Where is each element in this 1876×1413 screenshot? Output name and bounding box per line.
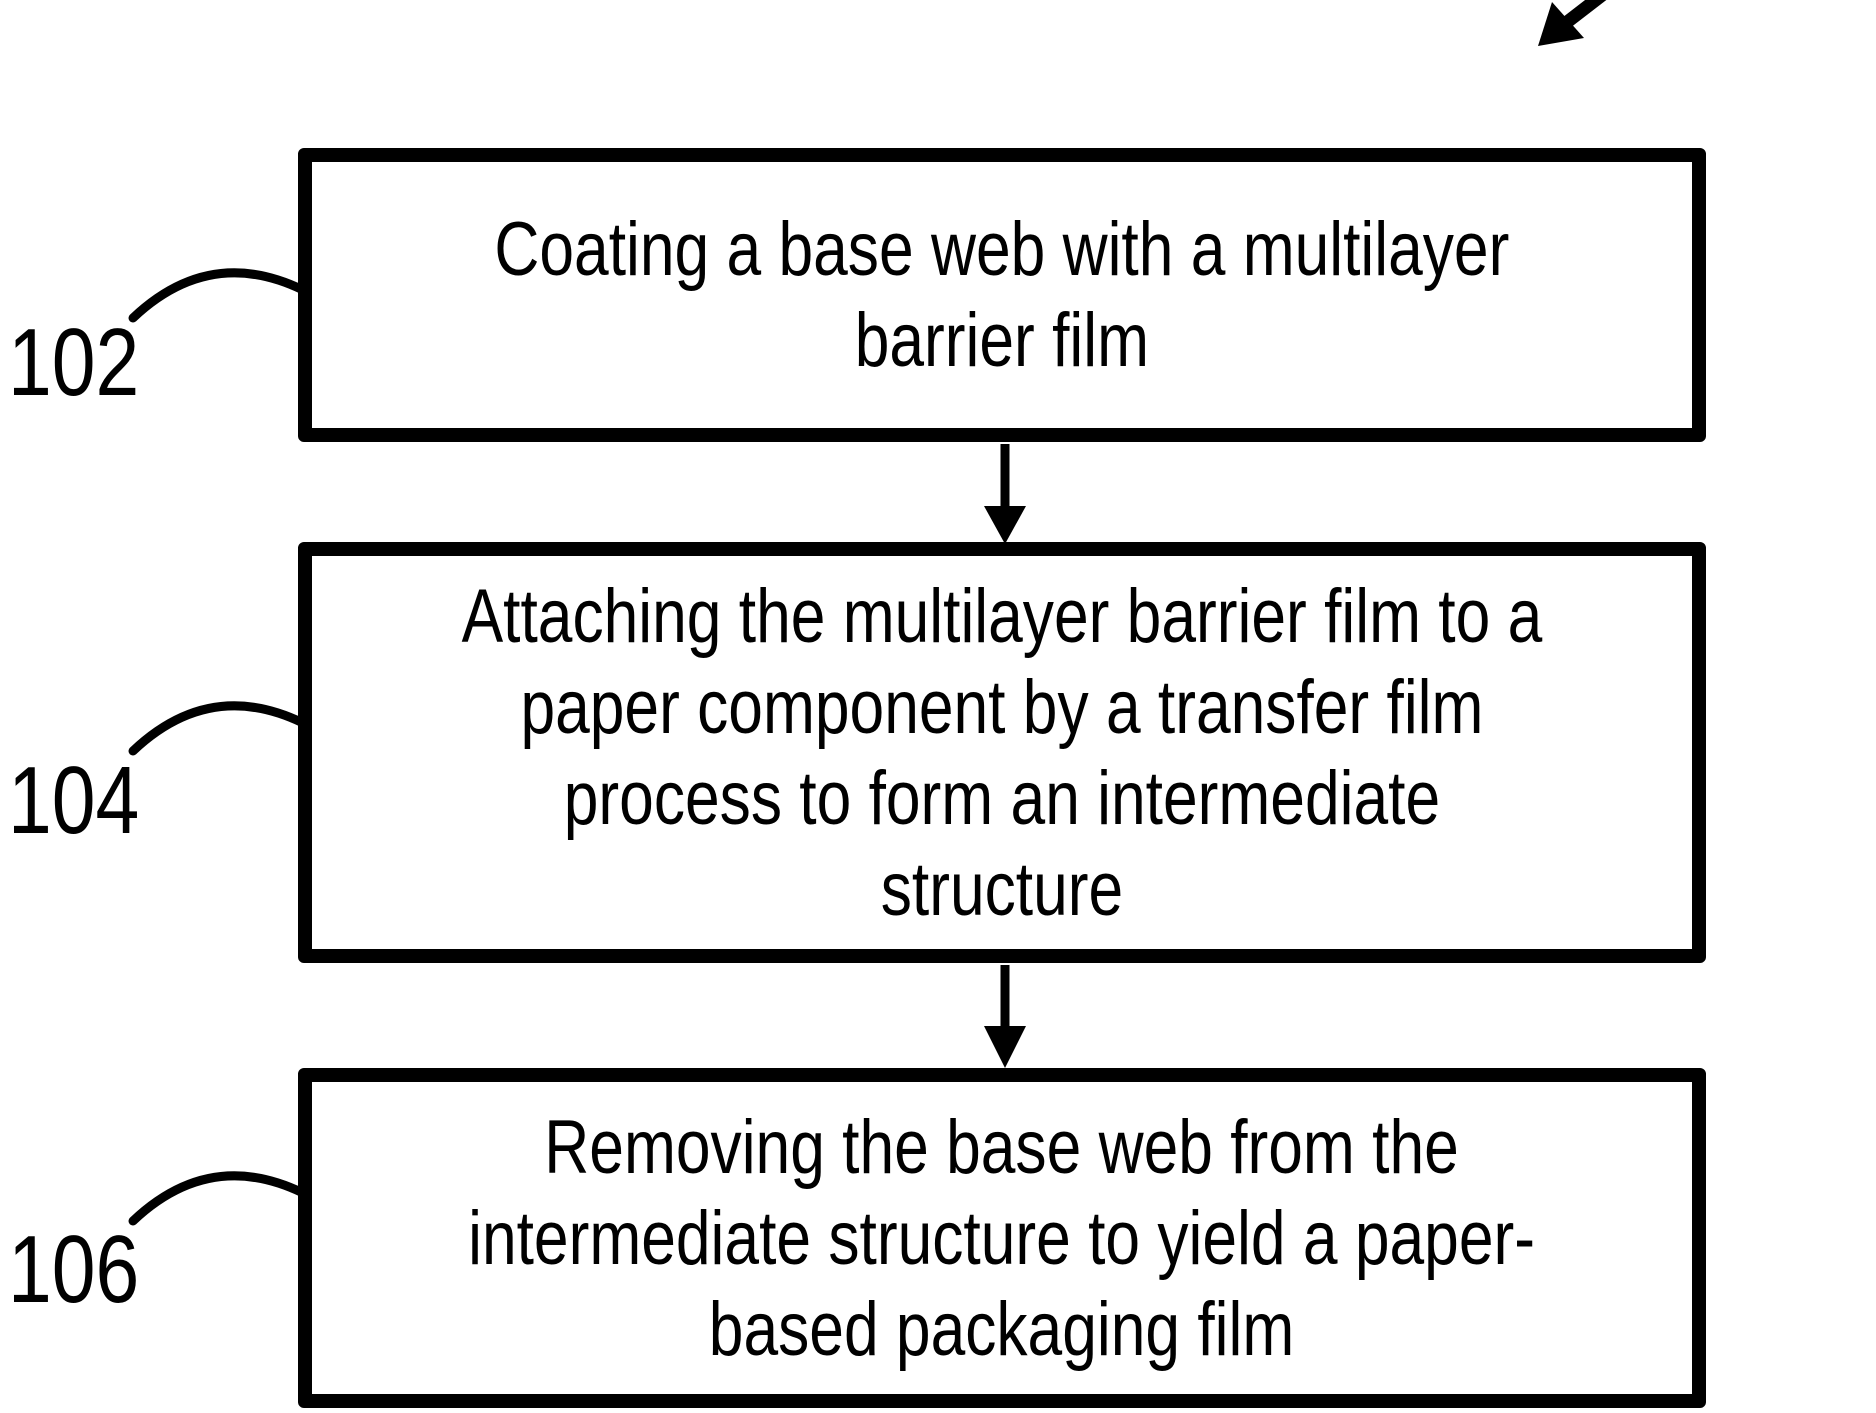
leader-line-102 [128, 268, 308, 323]
step-text-106: Removing the base web from the intermedi… [468, 1104, 1536, 1372]
ref-label-106: 106 [8, 1216, 140, 1323]
step-text-104: Attaching the multilayer barrier film to… [461, 573, 1543, 932]
ref-label-104: 104 [8, 747, 140, 854]
step-box-106: Removing the base web from the intermedi… [298, 1068, 1706, 1408]
leader-line-104 [128, 701, 308, 756]
step-box-102: Coating a base web with a multilayer bar… [298, 148, 1706, 442]
figure-pointer-arrow-icon [1538, 0, 1607, 46]
flow-arrow-down-1 [984, 444, 1026, 544]
leader-line-106 [128, 1171, 308, 1226]
ref-label-102: 102 [8, 309, 140, 416]
flow-arrow-down-2 [984, 965, 1026, 1068]
step-box-104: Attaching the multilayer barrier film to… [298, 542, 1706, 963]
step-text-102: Coating a base web with a multilayer bar… [494, 207, 1510, 383]
